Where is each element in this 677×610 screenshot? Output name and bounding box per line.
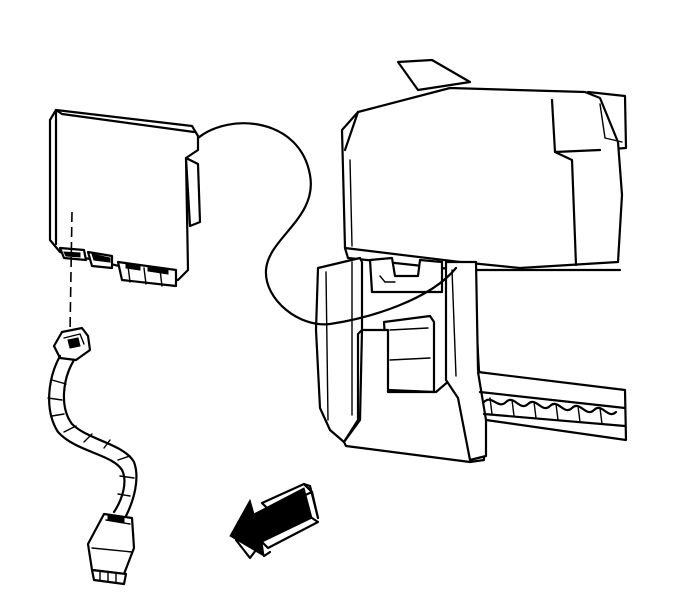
control-module (48, 108, 202, 288)
direction-arrow (229, 482, 320, 560)
wiring-harness-connector (47, 326, 138, 586)
carrier-left-bracket (314, 256, 364, 444)
module-side-tab (184, 156, 202, 228)
carrier-right-post (444, 260, 488, 462)
carrier-top-tab (396, 58, 472, 92)
direction-arrow-face (229, 487, 313, 557)
module-wire (196, 122, 458, 326)
carrier-notch (368, 256, 444, 294)
carrier-housing (340, 86, 624, 270)
alignment-line (69, 211, 73, 333)
carrier-rail-wave (482, 398, 618, 416)
instrument-panel-carrier (314, 58, 628, 464)
